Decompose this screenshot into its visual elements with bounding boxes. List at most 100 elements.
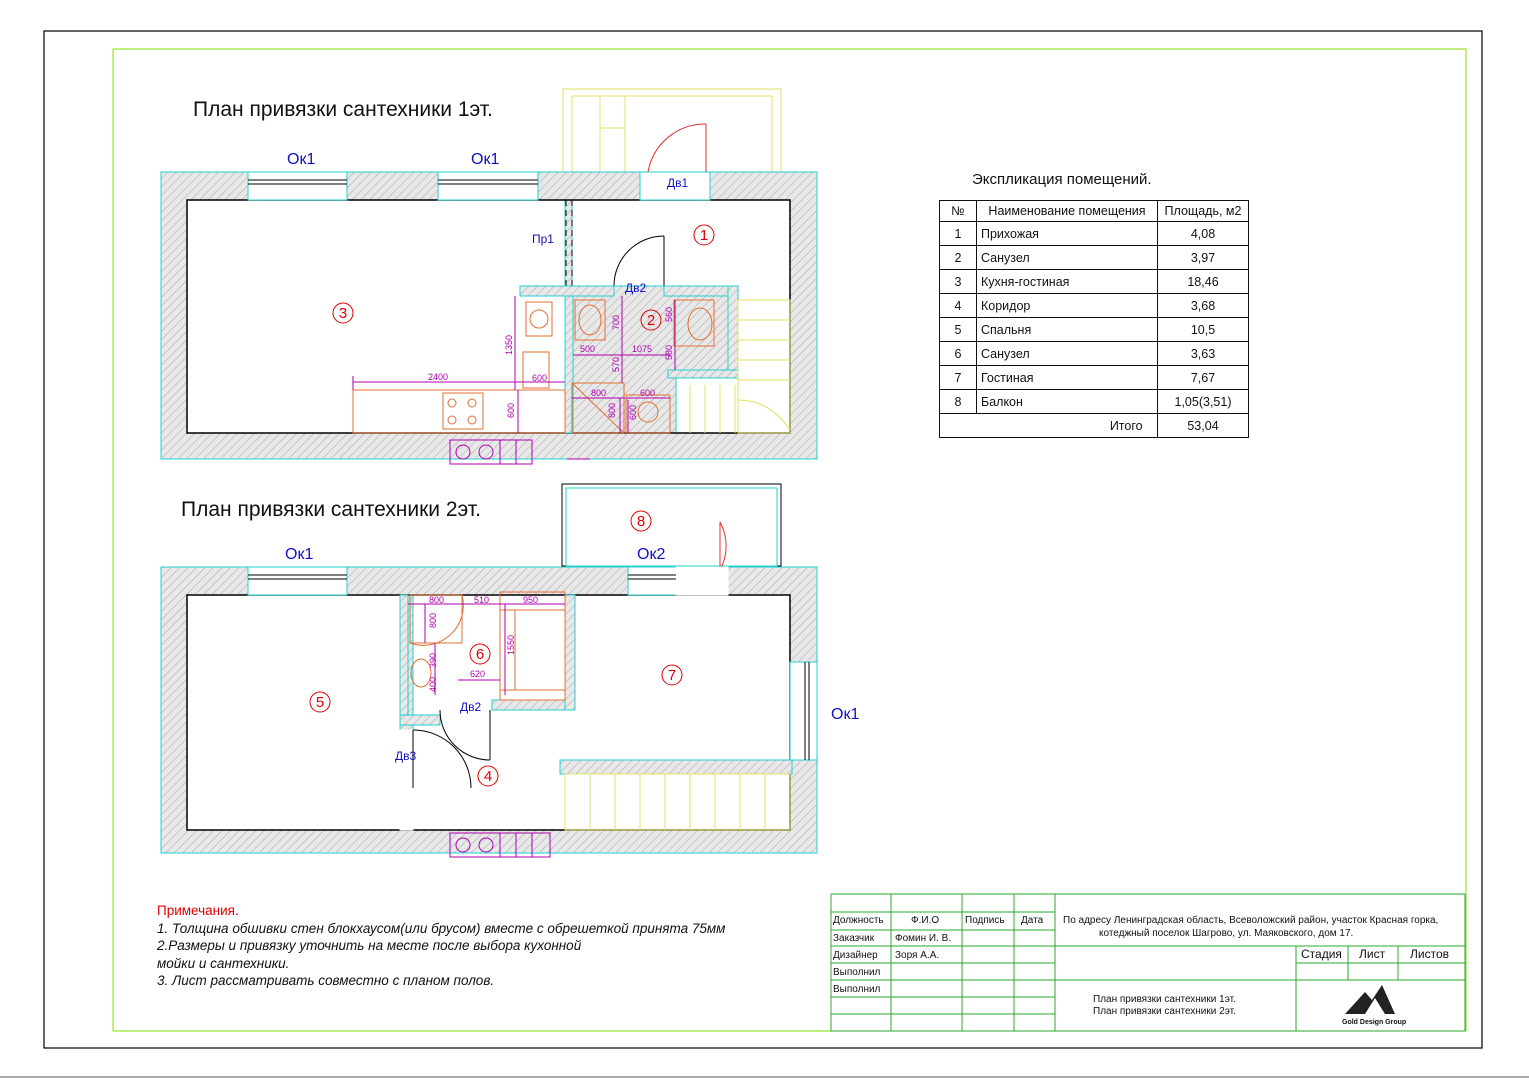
stamp-customer-name: Фомин И. В. — [895, 933, 952, 944]
plan1-room-1: 1 — [700, 227, 708, 244]
stamp-designer-name: Зоря А.А. — [895, 950, 940, 961]
row-name: Санузел — [976, 245, 1158, 270]
row-area: 18,46 — [1157, 269, 1249, 294]
gold-design-group-logo: Gold Design Group — [1342, 985, 1406, 1026]
plan2-dim-510: 510 — [474, 595, 489, 605]
row-number: 3 — [939, 269, 977, 294]
plan2-room-7: 7 — [668, 667, 676, 684]
plan-floor-1: План привязки сантехники 1эт. Ок1 Ок1 Дв… — [160, 88, 818, 465]
row-number: 6 — [939, 341, 977, 366]
row-name: Спальня — [976, 317, 1158, 342]
row-number: 5 — [939, 317, 977, 342]
plan2-window-ok2: Ок2 — [637, 546, 665, 563]
stamp-address-2: котеджный поселок Шагрово, ул. Маяковско… — [1099, 928, 1354, 939]
plan2-dim-400: 400 — [428, 677, 438, 692]
row-area: 10,5 — [1157, 317, 1249, 342]
stamp-col-name: Ф.И.О — [911, 915, 940, 926]
plan1-dim-800b: 800 — [607, 403, 617, 418]
stamp-row-done-2: Выполнил — [833, 984, 881, 995]
explication-title: Экспликация помещений. — [972, 171, 1152, 188]
plan2-door-dv3: Дв3 — [395, 749, 417, 763]
stamp-sheet-title-2: План привязки сантехники 2эт. — [1093, 1006, 1236, 1017]
total-value: 53,04 — [1157, 413, 1249, 438]
row-name: Кухня-гостиная — [976, 269, 1158, 294]
stamp-sheets: Листов — [1410, 947, 1449, 961]
plan1-opening-pr1: Пр1 — [532, 232, 554, 246]
stamp-col-position: Должность — [833, 915, 884, 926]
plan2-dim-620: 620 — [470, 669, 485, 679]
plan1-dim-570: 570 — [611, 357, 621, 372]
outer-frame — [43, 30, 1483, 1049]
row-area: 3,97 — [1157, 245, 1249, 270]
plan1-room-2: 2 — [647, 312, 655, 329]
plan1-room-3: 3 — [339, 305, 347, 322]
row-number: 1 — [939, 221, 977, 246]
row-area: 7,67 — [1157, 365, 1249, 390]
notes-block: Примечания. 1. Толщина обшивки стен блок… — [157, 902, 725, 990]
plan2-room-6: 6 — [476, 646, 484, 663]
plan2-dim-390: 390 — [428, 653, 438, 668]
row-name: Гостиная — [976, 365, 1158, 390]
plan1-dim-1350: 1350 — [504, 335, 514, 355]
plan1-dim-2400: 2400 — [428, 372, 448, 382]
plan1-dim-580: 580 — [664, 345, 674, 360]
row-number: 2 — [939, 245, 977, 270]
plan-floor-2: План привязки сантехники 2эт. Ок1 Ок2 Ок… — [160, 483, 859, 858]
plan1-dim-600a: 600 — [532, 373, 547, 383]
plan2-door-dv2: Дв2 — [460, 700, 482, 714]
notes-title: Примечания. — [157, 903, 239, 918]
plan1-title: План привязки сантехники 1эт. — [193, 98, 493, 121]
plan2-title: План привязки сантехники 2эт. — [181, 498, 481, 521]
stamp-sheet: Лист — [1359, 947, 1386, 961]
plan2-window-ok1b: Ок1 — [831, 706, 859, 723]
note-line-3: мойки и сантехники. — [157, 955, 290, 971]
col-room-name: Наименование помещения — [976, 200, 1158, 222]
row-name: Санузел — [976, 341, 1158, 366]
row-area: 3,63 — [1157, 341, 1249, 366]
plan1-dim-700: 700 — [611, 315, 621, 330]
svg-text:Gold Design Group: Gold Design Group — [1342, 1019, 1406, 1026]
stamp-address-1: По адресу Ленинградская область, Всеволо… — [1063, 915, 1439, 926]
plan2-room-8: 8 — [637, 513, 645, 530]
row-name: Балкон — [976, 389, 1158, 414]
table-total-row: Итого 53,04 — [939, 413, 1249, 438]
row-name: Коридор — [976, 293, 1158, 318]
stamp-row-done-1: Выполнил — [833, 967, 881, 978]
plan1-window-1: Ок1 — [287, 151, 315, 168]
row-number: 8 — [939, 389, 977, 414]
plan2-dim-800b: 800 — [428, 613, 438, 628]
total-label-text: Итого — [1109, 418, 1143, 433]
plan2-dim-800a: 800 — [429, 595, 444, 605]
note-line-1: 1. Толщина обшивки стен блокхаусом(или б… — [157, 920, 726, 936]
stamp-col-date: Дата — [1021, 915, 1044, 926]
note-line-2: 2.Размеры и привязку уточнить на месте п… — [157, 938, 582, 953]
plan2-walls — [160, 566, 818, 854]
plan1-dim-800a: 800 — [591, 388, 606, 398]
title-block-grid — [830, 893, 1466, 1032]
stamp-col-sign: Подпись — [965, 915, 1005, 926]
plan2-dim-1550: 1550 — [506, 635, 516, 655]
title-block: Должность Ф.И.О Подпись Дата Заказчик Фо… — [831, 894, 1465, 1031]
stamp-stage: Стадия — [1301, 947, 1342, 961]
col-number: № — [939, 200, 977, 222]
plan1-door-dv2: Дв2 — [625, 281, 647, 295]
row-number: 7 — [939, 365, 977, 390]
row-number: 4 — [939, 293, 977, 318]
row-area: 1,05(3,51) — [1157, 389, 1249, 414]
plan1-door-dv1: Дв1 — [667, 176, 689, 190]
plan1-walls — [160, 171, 818, 460]
plan1-dim-600b: 600 — [506, 403, 516, 418]
plan1-window-2: Ок1 — [471, 151, 499, 168]
plan1-dim-1075: 1075 — [632, 344, 652, 354]
row-area: 4,08 — [1157, 221, 1249, 246]
plan1-dim-560: 560 — [664, 307, 674, 322]
plan2-dim-950: 950 — [523, 595, 538, 605]
